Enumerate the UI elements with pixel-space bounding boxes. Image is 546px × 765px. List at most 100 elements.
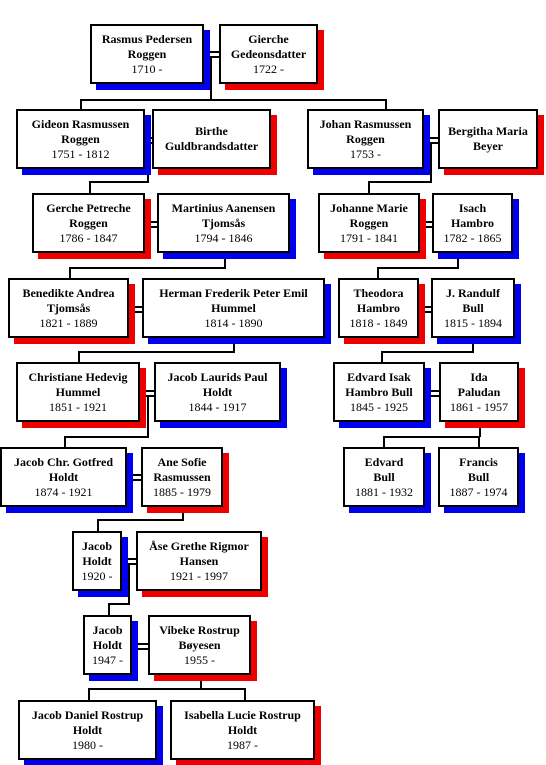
person-name: Åse Grethe Rigmor Hansen [149, 538, 249, 568]
person-name: Herman Frederik Peter Emil Hummel [159, 285, 308, 315]
person-years: 1818 - 1849 [349, 315, 408, 330]
person-years: 1881 - 1932 [355, 484, 413, 499]
descent-line [89, 181, 149, 183]
descent-line [97, 519, 99, 531]
person-box[interactable]: Birthe Guldbrandsdatter [152, 109, 271, 169]
marriage-line [419, 306, 431, 313]
person-name: Gideon Rasmussen Roggen [31, 116, 130, 146]
descent-line [147, 395, 149, 437]
person-years: 1874 - 1921 [34, 484, 93, 499]
person-box[interactable]: Johanne Marie Roggen 1791 - 1841 [318, 193, 420, 253]
person-years: 1845 - 1925 [350, 399, 408, 414]
person-box[interactable]: Jacob Daniel Rostrup Holdt 1980 - [18, 700, 157, 760]
descent-line [478, 436, 480, 448]
person-box[interactable]: Martinius Aanensen Tjomsås 1794 - 1846 [157, 193, 290, 253]
descent-line [128, 563, 130, 604]
marriage-line [127, 474, 141, 481]
person-name: Theodora Hambro [353, 285, 404, 315]
descent-line [457, 252, 459, 268]
person-box[interactable]: Isabella Lucie Rostrup Holdt 1987 - [170, 700, 315, 760]
descent-line [385, 99, 387, 109]
descent-line [210, 56, 212, 100]
descent-line [381, 351, 383, 363]
person-box[interactable]: Jacob Holdt 1947 - [83, 615, 132, 675]
person-years: 1955 - [184, 652, 215, 667]
person-box[interactable]: Åse Grethe Rigmor Hansen 1921 - 1997 [136, 531, 262, 591]
person-box[interactable]: Christiane Hedevig Hummel 1851 - 1921 [16, 362, 140, 422]
person-years: 1987 - [227, 737, 258, 752]
person-box[interactable]: Johan Rasmussen Roggen 1753 - [307, 109, 424, 169]
person-box[interactable]: Jacob Holdt 1920 - [72, 531, 122, 591]
person-box[interactable]: Gideon Rasmussen Roggen 1751 - 1812 [16, 109, 145, 169]
descent-line [69, 267, 226, 269]
person-years: 1861 - 1957 [450, 399, 508, 414]
person-name: Gerche Petreche Roggen [46, 200, 131, 230]
person-name: Johan Rasmussen Roggen [319, 116, 412, 146]
person-box[interactable]: Benedikte Andrea Tjomsås 1821 - 1889 [8, 278, 129, 338]
descent-line [78, 351, 235, 353]
person-years: 1791 - 1841 [340, 230, 398, 245]
person-box[interactable]: Jacob Chr. Gotfred Holdt 1874 - 1921 [0, 447, 127, 507]
person-name: Isabella Lucie Rostrup Holdt [184, 707, 301, 737]
person-name: Jacob Holdt [82, 538, 112, 568]
descent-line [233, 338, 235, 352]
person-box[interactable]: Theodora Hambro 1818 - 1849 [338, 278, 419, 338]
descent-line [89, 181, 91, 193]
person-name: Gierche Gedeonsdatter [230, 31, 307, 61]
person-box[interactable]: Vibeke Rostrup Bøyesen 1955 - [148, 615, 251, 675]
person-years: 1722 - [253, 61, 284, 76]
person-years: 1844 - 1917 [188, 399, 247, 414]
person-box[interactable]: Ida Paludan 1861 - 1957 [439, 362, 519, 422]
person-box[interactable]: J. Randulf Bull 1815 - 1894 [431, 278, 515, 338]
person-box[interactable]: Bergitha Maria Beyer [438, 109, 538, 169]
person-box[interactable]: Gerche Petreche Roggen 1786 - 1847 [32, 193, 145, 253]
person-years: 1980 - [72, 737, 103, 752]
person-box[interactable]: Francis Bull 1887 - 1974 [438, 447, 519, 507]
descent-line [108, 603, 110, 615]
person-box[interactable]: Rasmus Pedersen Roggen 1710 - [90, 24, 204, 84]
person-name: Birthe Guldbrandsdatter [164, 124, 259, 153]
person-years: 1794 - 1846 [194, 230, 253, 245]
descent-line [80, 99, 386, 101]
person-years: 1710 - [131, 61, 163, 76]
descent-line [64, 436, 66, 448]
descent-line [472, 338, 474, 352]
descent-line [88, 688, 246, 690]
person-box[interactable]: Edvard Bull 1881 - 1932 [343, 447, 425, 507]
descent-line [200, 675, 202, 689]
person-box[interactable]: Jacob Laurids Paul Holdt 1844 - 1917 [154, 362, 281, 422]
person-years: 1821 - 1889 [39, 315, 98, 330]
person-name: Ane Sofie Rasmussen [153, 454, 211, 484]
descent-line [147, 142, 149, 182]
descent-line [244, 688, 246, 700]
person-name: Rasmus Pedersen Roggen [101, 31, 193, 61]
descent-line [383, 436, 385, 448]
descent-line [64, 436, 149, 438]
descent-line [368, 181, 432, 183]
person-name: Edvard Isak Hambro Bull [345, 369, 413, 399]
person-years: 1815 - 1894 [444, 315, 502, 330]
descent-line [377, 267, 459, 269]
person-name: Ida Paludan [457, 369, 501, 399]
person-years: 1920 - [81, 568, 113, 583]
person-box[interactable]: Isach Hambro 1782 - 1865 [432, 193, 513, 253]
descent-line [108, 603, 130, 605]
person-name: Jacob Laurids Paul Holdt [167, 369, 268, 399]
person-box[interactable]: Ane Sofie Rasmussen 1885 - 1979 [141, 447, 223, 507]
descent-line [69, 267, 71, 279]
person-name: Johanne Marie Roggen [330, 200, 408, 230]
person-years: 1753 - [350, 146, 381, 161]
marriage-line [425, 390, 439, 397]
person-box[interactable]: Edvard Isak Hambro Bull 1845 - 1925 [333, 362, 425, 422]
person-box[interactable]: Herman Frederik Peter Emil Hummel 1814 -… [142, 278, 325, 338]
person-years: 1947 - [92, 652, 123, 667]
person-box[interactable]: Gierche Gedeonsdatter 1722 - [219, 24, 318, 84]
person-name: Jacob Holdt [92, 622, 123, 652]
person-name: Jacob Chr. Gotfred Holdt [14, 454, 113, 484]
person-name: Christiane Hedevig Hummel [28, 369, 128, 399]
person-name: Edvard Bull [364, 454, 404, 484]
person-name: J. Randulf Bull [445, 285, 501, 315]
person-name: Benedikte Andrea Tjomsås [22, 285, 115, 315]
descent-line [224, 252, 226, 268]
person-years: 1751 - 1812 [51, 146, 110, 161]
